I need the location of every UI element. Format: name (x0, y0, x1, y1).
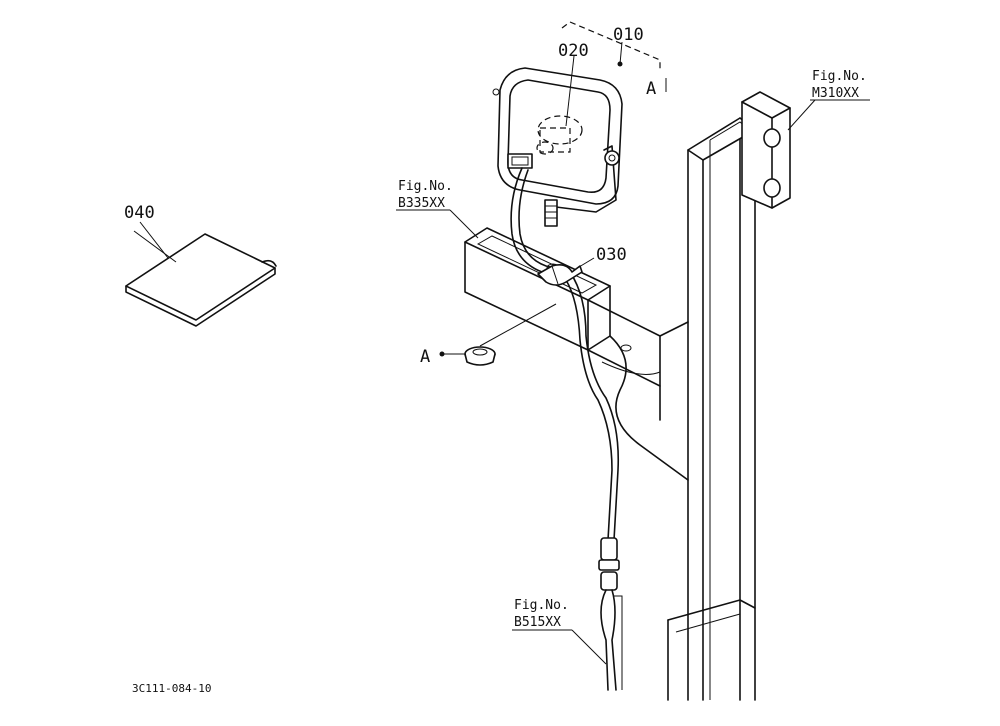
cable-clamp-030 (537, 264, 583, 286)
ref-a-top: A (646, 79, 656, 99)
work-lamp-010 (492, 67, 623, 227)
grommet-a (464, 346, 496, 366)
figref-m310-line2: M310XX (812, 86, 859, 101)
leader-lines (139, 21, 870, 665)
figref-m310-line1: Fig.No. (812, 69, 867, 84)
wire-harness (510, 167, 623, 691)
callout-030: 030 (596, 245, 627, 265)
bulb-020 (536, 115, 583, 155)
figref-b335-line2: B335XX (398, 196, 445, 211)
ref-a-left: A (420, 347, 430, 367)
drawing-code: 3C111-084-10 (132, 682, 211, 695)
mast-post (667, 91, 791, 701)
figref-b515-line2: B515XX (514, 615, 561, 630)
mount-bracket (464, 227, 689, 481)
figref-b515-line1: Fig.No. (514, 598, 569, 613)
callout-040: 040 (124, 203, 155, 223)
figref-b335-line1: Fig.No. (398, 179, 453, 194)
callout-020: 020 (558, 41, 589, 61)
manual-sheet-040 (125, 230, 277, 327)
callout-010: 010 (613, 25, 644, 45)
